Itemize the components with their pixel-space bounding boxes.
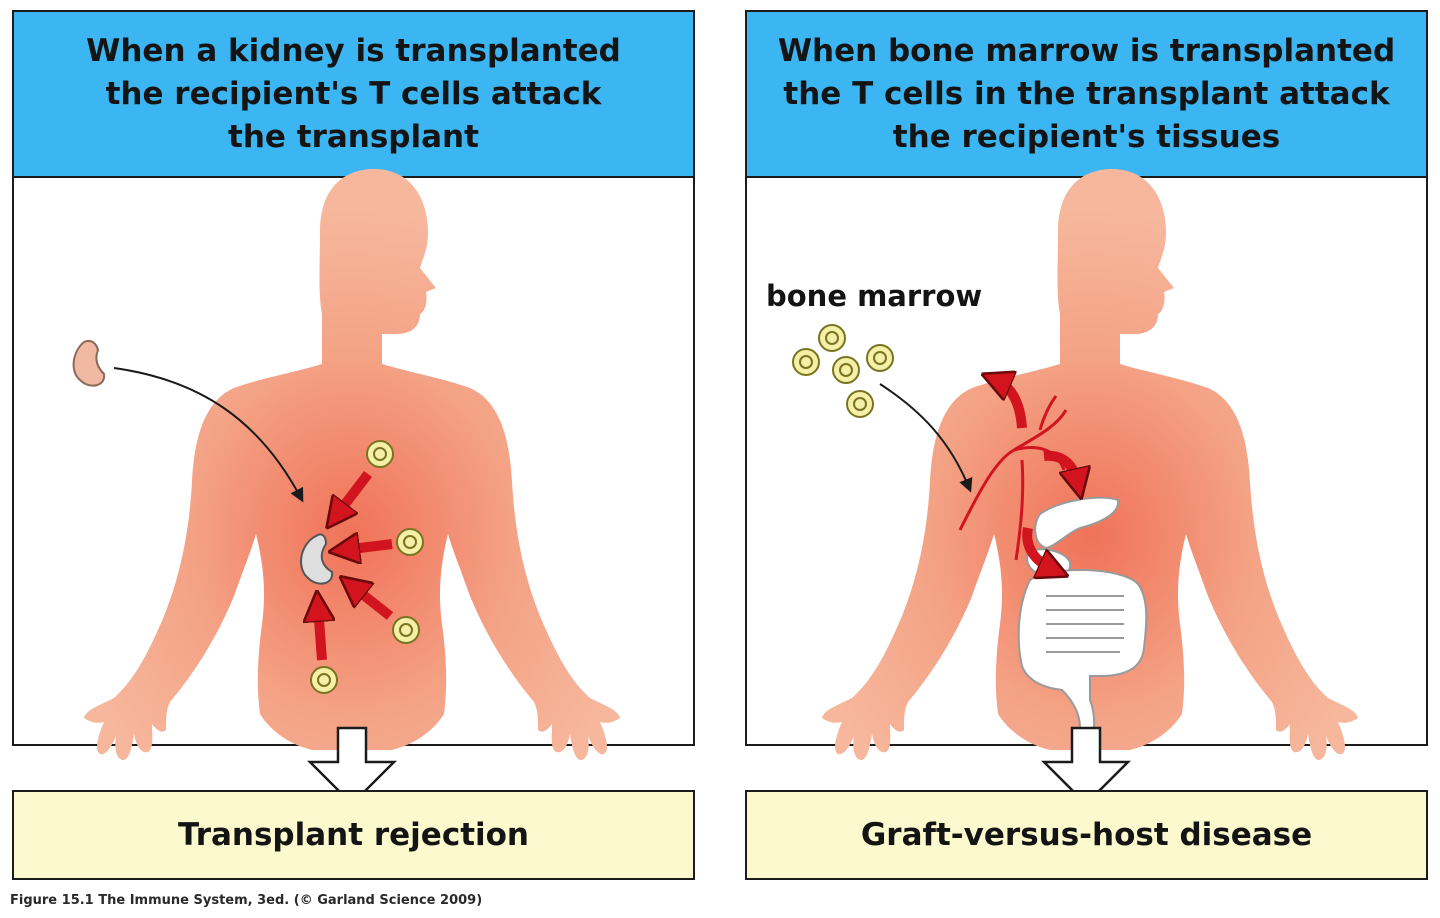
left-header-line-2: the recipient's T cells attack xyxy=(105,75,602,112)
blood-vessels xyxy=(958,395,1068,561)
red-arrow xyxy=(344,544,393,550)
red-arrow xyxy=(352,586,394,620)
transplanted-kidney xyxy=(300,533,334,585)
donor-bone-marrow-cells xyxy=(792,324,894,418)
right-header-line-3: the recipient's tissues xyxy=(892,118,1281,155)
left-result-text: Transplant rejection xyxy=(177,817,530,853)
t-cell xyxy=(310,666,338,694)
intestine-folds xyxy=(1046,595,1124,653)
red-arrow xyxy=(1022,527,1054,570)
red-arrow xyxy=(336,470,372,516)
left-panel-header: When a kidney is transplanted the recipi… xyxy=(14,12,693,178)
red-arrow xyxy=(996,380,1027,429)
red-arrow xyxy=(1043,450,1078,484)
left-human-body xyxy=(84,169,620,760)
t-cell xyxy=(366,440,394,468)
left-header-line-1: When a kidney is transplanted xyxy=(86,32,621,69)
marrow-cell xyxy=(818,324,846,352)
red-arrow xyxy=(318,606,322,661)
right-result-arrow xyxy=(1040,726,1132,806)
left-header-line-3: the transplant xyxy=(228,118,479,155)
bone-marrow-label: bone marrow xyxy=(766,279,982,313)
left-result-box: Transplant rejection xyxy=(12,790,695,880)
infusion-path-arrow xyxy=(879,383,973,493)
marrow-cell xyxy=(866,344,894,372)
t-cell xyxy=(396,528,424,556)
right-result-text: Graft-versus-host disease xyxy=(860,817,1313,853)
t-cell xyxy=(392,616,420,644)
donor-kidney xyxy=(72,339,106,387)
right-header-line-2: the T cells in the transplant attack xyxy=(783,75,1390,112)
marrow-cell xyxy=(792,348,820,376)
marrow-cell xyxy=(832,356,860,384)
t-cell-attack-arrows xyxy=(318,470,394,661)
t-cell-spread-arrows xyxy=(996,380,1078,570)
figure-caption: Figure 15.1 The Immune System, 3ed. (© G… xyxy=(10,893,483,908)
right-panel-header: When bone marrow is transplanted the T c… xyxy=(747,12,1426,178)
left-result-arrow xyxy=(306,726,398,806)
transplant-path-arrow xyxy=(113,367,304,503)
right-header-line-1: When bone marrow is transplanted xyxy=(777,32,1396,69)
marrow-cell xyxy=(846,390,874,418)
right-result-box: Graft-versus-host disease xyxy=(745,790,1428,880)
left-panel: When a kidney is transplanted the recipi… xyxy=(12,10,695,746)
